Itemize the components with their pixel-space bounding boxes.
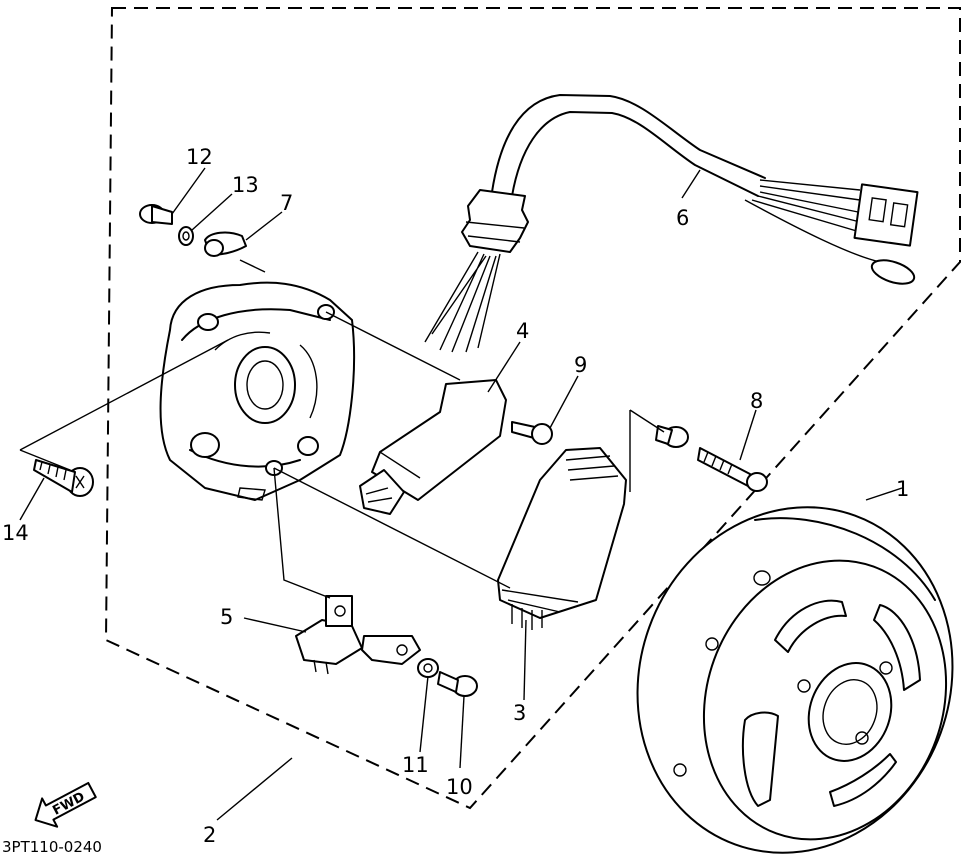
stator-plate xyxy=(159,281,356,501)
bullet-terminal xyxy=(870,259,916,285)
washer-13 xyxy=(178,226,194,246)
callout-5: 5 xyxy=(220,605,233,629)
wire-clamp-7 xyxy=(204,231,247,257)
screw-8 xyxy=(655,425,768,492)
pulser-bracket xyxy=(361,635,421,665)
coil-4 xyxy=(359,379,507,515)
assembly-boundary xyxy=(104,7,961,810)
connector-plug xyxy=(853,183,919,247)
coil-3 xyxy=(497,447,627,630)
callout-4: 4 xyxy=(516,319,529,343)
pulser-5 xyxy=(295,595,363,675)
callout-1: 1 xyxy=(896,477,909,501)
screw-10 xyxy=(437,671,478,697)
callout-6: 6 xyxy=(676,206,689,230)
callout-10: 10 xyxy=(446,775,473,799)
callout-14: 14 xyxy=(2,521,29,545)
grommet xyxy=(461,189,529,253)
callout-13: 13 xyxy=(232,173,259,197)
fwd-arrow: FWD xyxy=(34,781,97,828)
callout-2: 2 xyxy=(203,823,216,847)
wire-harness xyxy=(424,94,919,353)
callout-11: 11 xyxy=(402,753,429,777)
callout-3: 3 xyxy=(513,701,526,725)
diagram-code: 3PT110-0240 xyxy=(2,838,102,856)
callout-12: 12 xyxy=(186,145,213,169)
screw-14 xyxy=(33,459,94,497)
washer-11 xyxy=(417,658,439,678)
screw-12 xyxy=(139,204,173,225)
screw-9 xyxy=(511,421,553,445)
callout-7: 7 xyxy=(280,191,293,215)
leader-lines xyxy=(19,167,903,821)
callout-9: 9 xyxy=(574,353,587,377)
callout-8: 8 xyxy=(750,389,763,413)
flywheel-rotor-1 xyxy=(636,506,954,854)
